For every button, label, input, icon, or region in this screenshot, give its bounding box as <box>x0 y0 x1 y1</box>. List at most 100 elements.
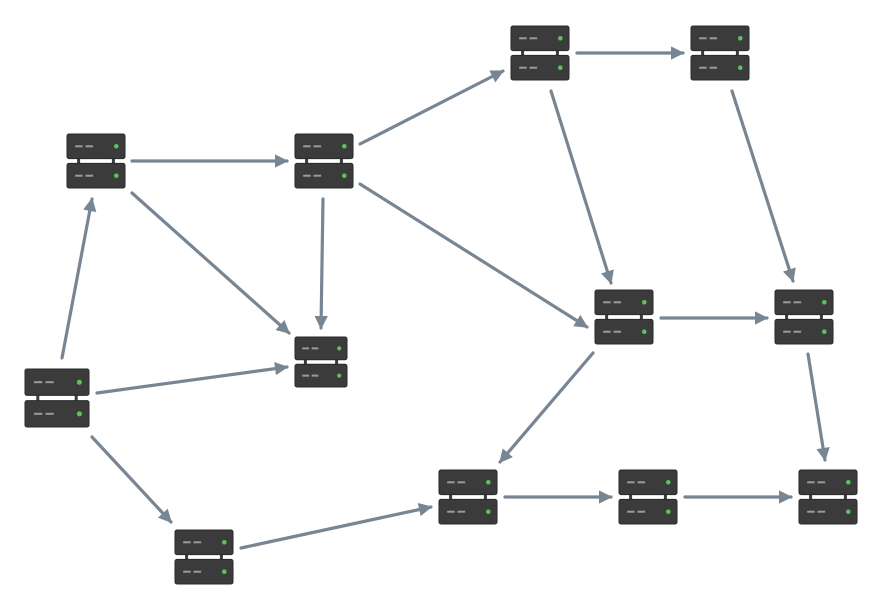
drive-slot <box>302 347 310 350</box>
server-connector <box>36 394 40 402</box>
status-led-icon <box>341 173 347 179</box>
server-connector <box>305 157 309 165</box>
server-node-g[interactable] <box>594 289 654 345</box>
server-node-h[interactable] <box>774 289 834 345</box>
status-led-icon <box>76 411 82 417</box>
drive-slot <box>302 374 310 377</box>
server-connector <box>809 493 813 501</box>
edge-b-to-d <box>314 197 328 330</box>
status-led-icon <box>337 373 342 378</box>
status-led-icon <box>845 509 851 515</box>
drive-slot <box>457 510 466 513</box>
server-unit <box>774 318 834 345</box>
server-unit <box>798 469 858 496</box>
server-unit <box>798 498 858 525</box>
drive-slot <box>603 330 611 333</box>
server-node-d[interactable] <box>294 336 348 388</box>
drive-slot <box>637 510 646 513</box>
server-node-c[interactable] <box>24 368 90 428</box>
drive-slot <box>709 66 718 69</box>
drive-slot <box>85 174 94 177</box>
server-connector <box>111 157 115 165</box>
drive-slot <box>33 381 43 384</box>
edge-c-to-d <box>95 361 289 395</box>
server-unit <box>24 368 90 396</box>
drive-slot <box>313 145 322 148</box>
server-node-b[interactable] <box>294 133 354 189</box>
drive-slot <box>793 330 802 333</box>
drive-slot <box>33 412 43 415</box>
server-node-l[interactable] <box>174 529 234 585</box>
server-connector <box>735 49 739 57</box>
server-node-k[interactable] <box>798 469 858 525</box>
drive-slot <box>193 570 202 573</box>
drive-slot <box>817 481 826 484</box>
edge-h-to-k <box>806 352 830 462</box>
status-led-icon <box>737 65 743 71</box>
server-node-j[interactable] <box>618 469 678 525</box>
server-connector <box>663 493 667 501</box>
server-unit <box>774 289 834 316</box>
server-unit <box>618 469 678 496</box>
server-node-f[interactable] <box>690 25 750 81</box>
status-led-icon <box>76 379 82 385</box>
server-unit <box>594 318 654 345</box>
server-unit <box>24 400 90 428</box>
status-led-icon <box>557 35 563 41</box>
server-connector <box>449 493 453 501</box>
server-unit <box>438 469 498 496</box>
drive-slot <box>613 330 622 333</box>
server-unit <box>174 558 234 585</box>
drive-slot <box>193 541 202 544</box>
server-connector <box>77 157 81 165</box>
drive-slot <box>603 301 611 304</box>
edge-a-to-d <box>130 191 291 335</box>
server-connector <box>185 553 189 561</box>
drive-slot <box>793 301 802 304</box>
edge-l-to-i <box>239 502 433 550</box>
drive-slot <box>783 301 791 304</box>
status-led-icon <box>845 479 851 485</box>
server-unit <box>510 54 570 81</box>
drive-slot <box>627 510 635 513</box>
drive-slot <box>447 481 455 484</box>
server-connector <box>521 49 525 57</box>
server-unit <box>594 289 654 316</box>
status-led-icon <box>341 143 347 149</box>
server-connector <box>483 493 487 501</box>
edges-layer <box>60 46 830 550</box>
drive-slot <box>45 412 54 415</box>
server-connector <box>819 313 823 321</box>
server-node-i[interactable] <box>438 469 498 525</box>
server-connector <box>303 358 307 366</box>
server-node-a[interactable] <box>66 133 126 189</box>
drive-slot <box>311 347 319 350</box>
status-led-icon <box>665 509 671 515</box>
edge-e-to-g <box>549 89 614 285</box>
drive-slot <box>627 481 635 484</box>
drive-slot <box>529 66 538 69</box>
edge-c-to-l <box>90 435 173 524</box>
status-led-icon <box>113 173 119 179</box>
server-connector <box>339 157 343 165</box>
drive-slot <box>303 145 311 148</box>
server-connector <box>701 49 705 57</box>
edge-b-to-g <box>358 182 589 329</box>
server-connector <box>605 313 609 321</box>
edge-b-to-e <box>358 69 505 146</box>
server-unit <box>294 133 354 160</box>
drive-slot <box>783 330 791 333</box>
edge-g-to-i <box>498 351 595 464</box>
drive-slot <box>183 570 191 573</box>
status-led-icon <box>665 479 671 485</box>
status-led-icon <box>557 65 563 71</box>
status-led-icon <box>821 299 827 305</box>
drive-slot <box>699 66 707 69</box>
status-led-icon <box>485 479 491 485</box>
server-unit <box>66 162 126 189</box>
server-node-e[interactable] <box>510 25 570 81</box>
drive-slot <box>45 381 54 384</box>
server-connector <box>335 358 339 366</box>
